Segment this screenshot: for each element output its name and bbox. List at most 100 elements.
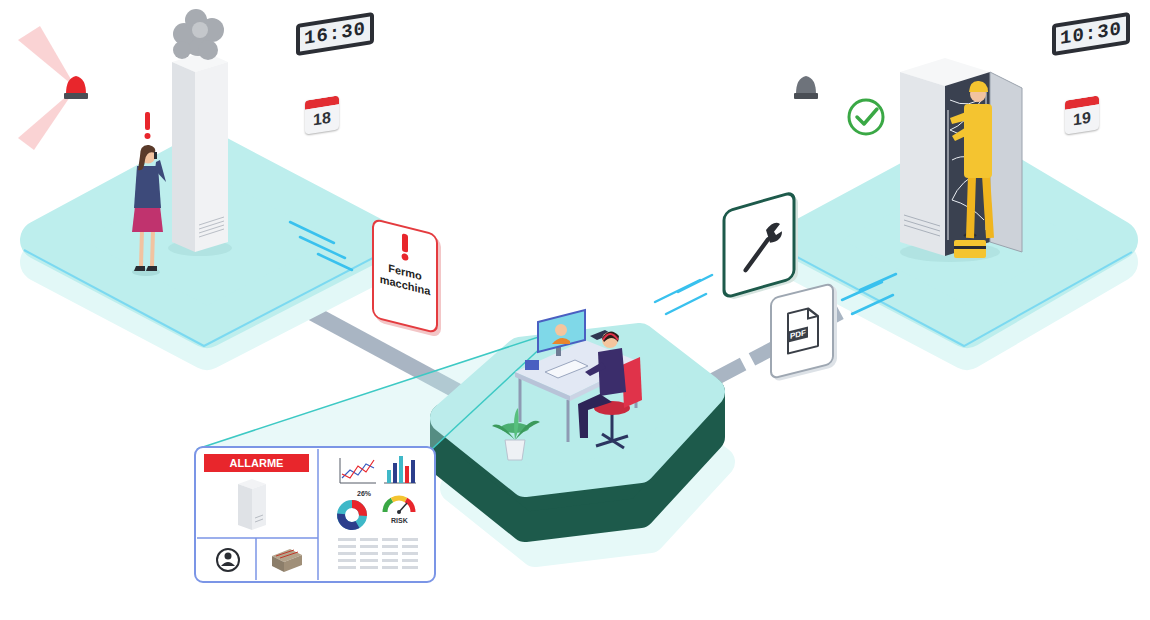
dashboard-panel (393, 463, 397, 483)
broken-cabinet (168, 52, 232, 256)
alarm-siren (64, 93, 88, 99)
ok-check (849, 100, 883, 134)
gauge-label: RISK (391, 517, 408, 524)
technician (952, 126, 970, 141)
alarm-siren (66, 76, 86, 94)
smoke-cloud (192, 22, 208, 38)
card-icon (788, 306, 818, 353)
repaired-cabinet (904, 220, 940, 231)
broken-cabinet (199, 229, 224, 237)
alarm-siren (18, 26, 76, 88)
dashboard-panel (195, 447, 435, 582)
broken-cabinet (199, 221, 224, 229)
dashboard-panel (280, 552, 298, 558)
operator (598, 348, 626, 396)
operator (585, 362, 606, 376)
desk (519, 377, 522, 422)
woman-on-phone (134, 266, 145, 271)
pdf-card: PDF (770, 282, 834, 380)
dashboard-panel (255, 538, 257, 580)
card-icon (402, 253, 409, 261)
desk (567, 400, 570, 442)
dashboard-panel (197, 537, 318, 539)
dashboard-panel (338, 566, 356, 569)
node-text: Fermo macchina (377, 259, 433, 299)
leader-lines (197, 330, 560, 449)
dashboard-panel (360, 552, 378, 555)
dashboard-panel (221, 562, 235, 566)
woman-on-phone (132, 206, 163, 232)
speed-lines (860, 274, 896, 290)
leader-lines (197, 330, 560, 449)
dashboard-panel (342, 460, 374, 478)
operator (611, 412, 614, 440)
plant (515, 421, 540, 440)
dashboard-panel (338, 538, 418, 569)
speed-lines (318, 254, 352, 270)
idle-siren (794, 93, 818, 99)
repaired-cabinet (904, 215, 940, 226)
dashboard-panel (195, 447, 435, 582)
repaired-cabinet (900, 72, 945, 256)
broken-cabinet (195, 62, 228, 252)
dashboard-panel (338, 559, 356, 562)
desk (515, 310, 640, 442)
woman-on-phone (152, 230, 153, 266)
woman-on-phone (138, 145, 155, 170)
alarm-bar: ALLARME (204, 454, 309, 472)
leader-lines (197, 330, 560, 449)
dashboard-panel (399, 456, 403, 483)
dashboard-panel (411, 460, 415, 483)
broken-cabinet (199, 225, 224, 233)
card-icon (402, 233, 408, 252)
dashboard-panel (382, 545, 398, 548)
operator (578, 331, 642, 448)
woman-on-phone (132, 112, 166, 276)
wrench-card (766, 221, 782, 244)
repaired-cabinet (990, 72, 1022, 252)
ok-check (849, 100, 883, 134)
card-icon (808, 306, 818, 318)
woman-on-phone (145, 112, 150, 130)
alarm-siren (18, 26, 88, 150)
node-text: 10:30 (1056, 16, 1126, 51)
dashboard-panel (255, 519, 263, 522)
dashboard-panel (405, 466, 409, 483)
smoke-cloud (198, 40, 218, 60)
calendar-day: 19 (1065, 95, 1099, 134)
technician (970, 175, 972, 238)
wrench-card (724, 191, 798, 302)
left-platform (24, 248, 392, 346)
clock-display: 16:30 (296, 12, 374, 56)
calendar-day: 18 (305, 95, 339, 134)
repaired-cabinet (904, 225, 940, 236)
card-icon (394, 229, 416, 264)
dashboard-panel (382, 566, 398, 569)
repaired-cabinet (948, 110, 949, 240)
speed-lines (842, 282, 882, 300)
technician (954, 240, 986, 258)
speed-lines (290, 222, 334, 243)
speed-lines (666, 294, 706, 314)
repaired-cabinet (904, 215, 940, 236)
desk (545, 360, 588, 378)
desk (515, 340, 640, 396)
operator (602, 331, 619, 342)
broken-cabinet (199, 217, 224, 237)
woman-on-phone (154, 152, 157, 159)
desk (552, 338, 570, 344)
dashboard-panel (392, 498, 406, 500)
desk (538, 310, 585, 352)
node-text: 16:30 (300, 16, 370, 51)
ok-check (857, 109, 877, 124)
dashboard-panel (238, 484, 252, 530)
dashboard-panel (255, 515, 263, 518)
operator (602, 332, 618, 348)
dashboard-panel (338, 538, 356, 541)
dashboard-panel (225, 553, 232, 560)
dashboard-panel (338, 552, 356, 555)
plant (505, 440, 525, 460)
speed-lines (678, 275, 712, 292)
